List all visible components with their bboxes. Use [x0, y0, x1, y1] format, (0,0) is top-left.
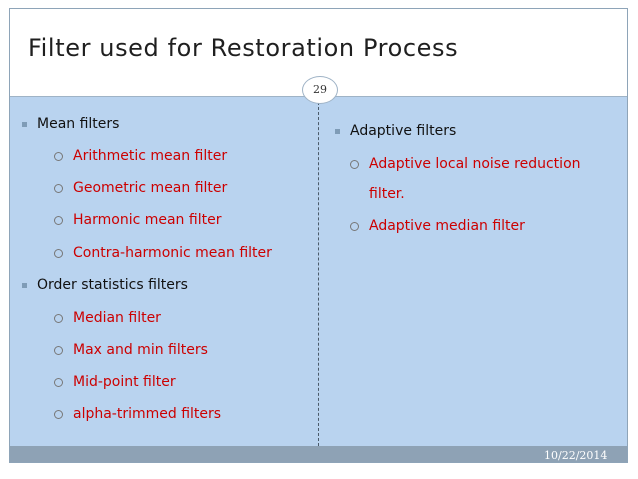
- bullet-label: Adaptive filters: [350, 123, 457, 139]
- circle-bullet-icon: [350, 159, 359, 169]
- sub-item-label: Median filter: [73, 310, 161, 326]
- circle-bullet-icon: [54, 377, 63, 387]
- sub-item-max-min: Max and min filters: [54, 342, 208, 358]
- sub-item-geometric: Geometric mean filter: [54, 180, 227, 196]
- sub-item-median: Median filter: [54, 310, 161, 326]
- circle-bullet-icon: [54, 248, 63, 258]
- sub-item-label: Adaptive median filter: [369, 218, 525, 234]
- bullet-adaptive-filters: Adaptive filters: [335, 123, 456, 139]
- circle-bullet-icon: [54, 215, 63, 225]
- sub-item-label: Max and min filters: [73, 342, 208, 358]
- slide-title: Filter used for Restoration Process: [28, 34, 459, 62]
- sub-item-mid-point: Mid-point filter: [54, 374, 176, 390]
- slide-frame: [9, 8, 628, 463]
- sub-item-label: Mid-point filter: [73, 374, 176, 390]
- footer-bar: [10, 446, 627, 462]
- bullet-label: Mean filters: [37, 116, 120, 132]
- sub-item-label: Adaptive local noise reduction: [369, 156, 581, 172]
- square-bullet-icon: [22, 121, 27, 127]
- bullet-order-statistics: Order statistics filters: [22, 277, 188, 293]
- page-number-badge: 29: [302, 76, 338, 104]
- square-bullet-icon: [22, 282, 27, 288]
- circle-bullet-icon: [54, 345, 63, 355]
- sub-item-arithmetic: Arithmetic mean filter: [54, 148, 227, 164]
- circle-bullet-icon: [54, 151, 63, 161]
- circle-bullet-icon: [54, 183, 63, 193]
- circle-bullet-icon: [350, 221, 359, 231]
- bullet-mean-filters: Mean filters: [22, 116, 119, 132]
- sub-item-harmonic: Harmonic mean filter: [54, 212, 221, 228]
- circle-bullet-icon: [54, 409, 63, 419]
- circle-bullet-icon: [54, 313, 63, 323]
- column-divider: [318, 97, 319, 446]
- sub-item-label: Arithmetic mean filter: [73, 148, 228, 164]
- bullet-label: Order statistics filters: [37, 277, 188, 293]
- slide-date: 10/22/2014: [544, 449, 608, 462]
- sub-item-label: filter.: [369, 186, 405, 202]
- sub-item-label: Harmonic mean filter: [73, 212, 222, 228]
- sub-item-label: Geometric mean filter: [73, 180, 228, 196]
- sub-item-label: alpha-trimmed filters: [73, 406, 222, 422]
- sub-item-adaptive-local-continuation: filter.: [369, 186, 405, 202]
- sub-item-label: Contra-harmonic mean filter: [73, 245, 272, 261]
- square-bullet-icon: [335, 128, 340, 134]
- sub-item-adaptive-median: Adaptive median filter: [350, 218, 525, 234]
- sub-item-alpha-trimmed: alpha-trimmed filters: [54, 406, 221, 422]
- sub-item-adaptive-local: Adaptive local noise reduction: [350, 156, 581, 172]
- sub-item-contra-harmonic: Contra-harmonic mean filter: [54, 245, 272, 261]
